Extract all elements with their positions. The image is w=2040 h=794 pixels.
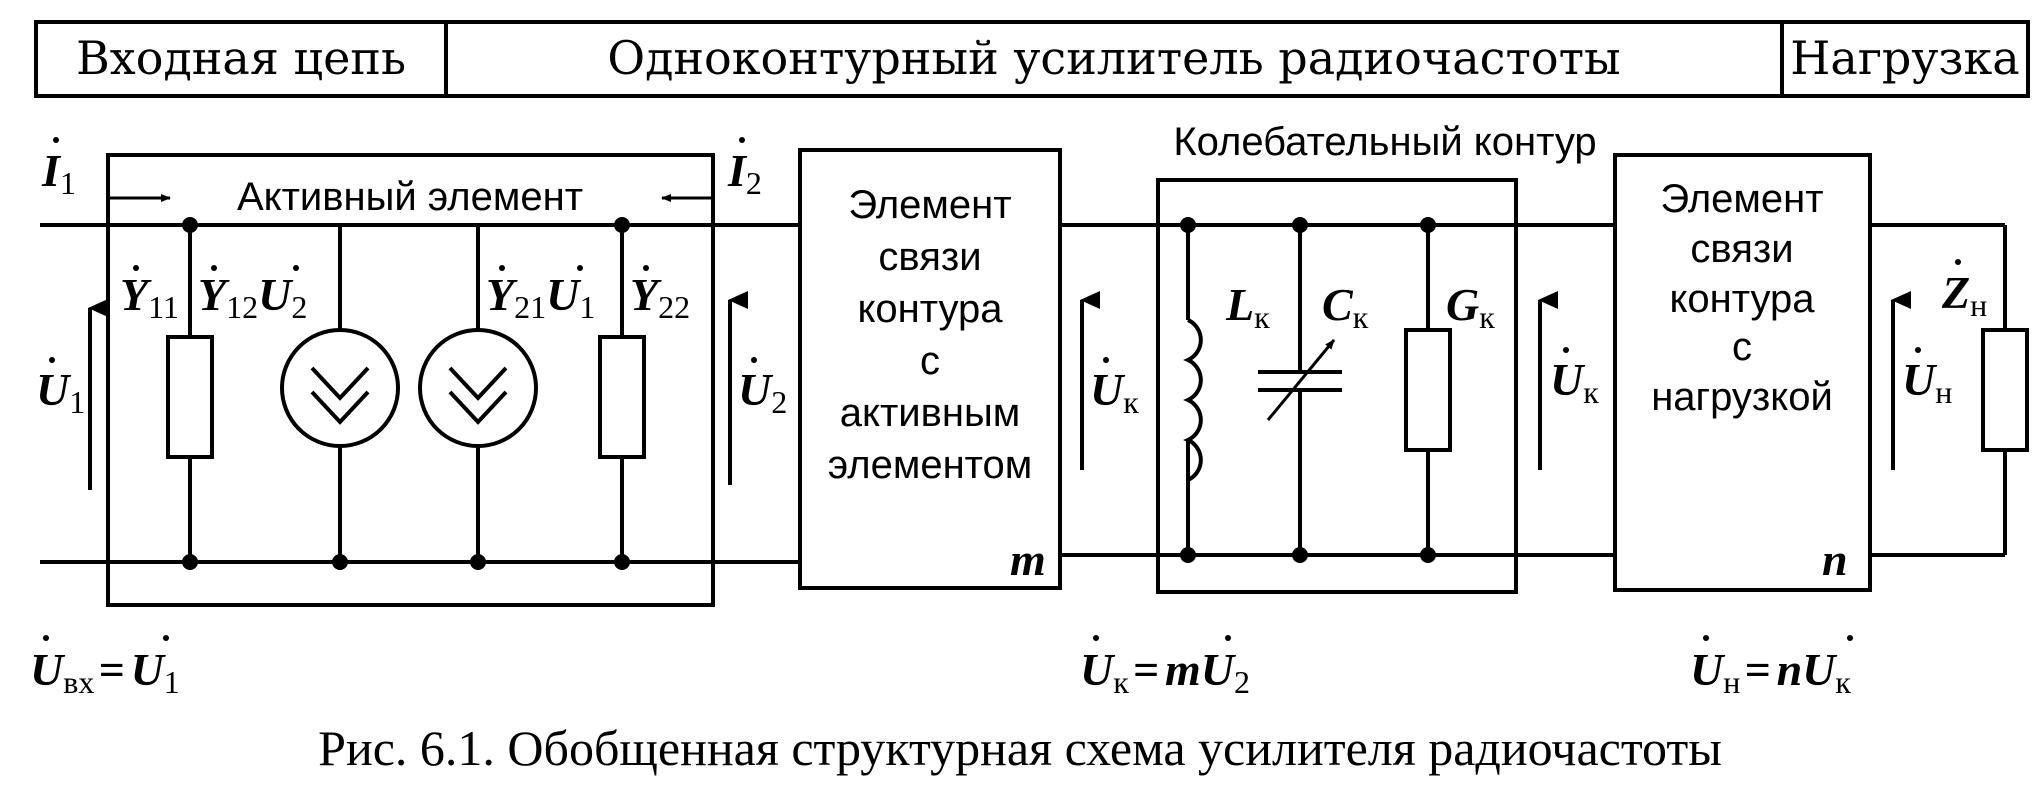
header-input-circuit: Входная цепь [76,31,406,85]
conductance-gk [1404,328,1452,452]
coupling-ratio-n: n [1822,534,1848,585]
active-element-block: Активный элемент Y11 [106,153,715,607]
current-source-y21u1 [418,328,538,448]
inductor-lk [1183,318,1203,482]
equation-tank: Uк=mU2 [1080,644,1250,700]
coupling-load-line-3: контура [1669,277,1815,321]
current-i1: I1 [41,145,76,201]
header-amplifier: Одноконтурный усилитель радиочастоты [607,31,1620,85]
coupling-load-block: Элемент связи контура с нагрузкой n [1613,153,1872,592]
y21u1-label: Y21U1 [486,269,595,325]
header-load: Нагрузка [1790,31,2019,85]
coupling-active-line-3: контура [857,287,1003,331]
coupling-active-block: Элемент связи контура с активным элемент… [798,148,1062,590]
tank-label: Колебательный контур [1173,120,1596,164]
y11-label: Y11 [120,269,179,325]
voltage-un: Uн [1902,354,1952,410]
header-table: Входная цепь Одноконтурный усилитель рад… [34,20,2030,98]
coupling-ratio-m: m [1010,534,1046,585]
load-block: Zн [1941,225,2029,555]
current-source-y12u2 [280,328,400,448]
coupling-load-line-1: Элемент [1660,177,1823,221]
voltage-uk-left: Uк [1090,364,1139,420]
zn-label: Zн [1941,267,1987,323]
y22-label: Y22 [630,269,690,325]
coupling-active-line-2: связи [878,235,981,279]
phasor-dots-active [133,265,649,271]
active-element-label: Активный элемент [237,175,583,219]
current-i2: I2 [727,145,762,201]
equation-input: Uвх=U1 [30,644,180,700]
ck-label: Cк [1322,279,1369,335]
y11-resistor [166,335,214,459]
coupling-active-line-5: активным [840,391,1020,435]
y22-resistor [598,335,646,459]
coupling-active-line-4: с [920,339,940,383]
voltage-uk-right: Uк [1550,354,1599,410]
tank-circuit-block: Колебательный контур Lк Cк Gк [1156,120,1597,594]
gk-label: Gк [1446,279,1495,335]
coupling-load-line-2: связи [1690,227,1793,271]
voltage-arrows: U1 U2 Uк Uк Uн [36,291,1952,490]
equations: Uвх=U1 Uк=mU2 Uн=nUк [30,635,1853,700]
currents: I1 I2 [41,137,762,201]
equation-load: Uн=nUк [1690,644,1851,700]
coupling-load-line-4: с [1732,325,1752,369]
load-impedance-zn [1981,328,2029,452]
voltage-u1: U1 [36,364,85,420]
coupling-active-line-1: Элемент [848,183,1011,227]
figure-caption: Рис. 6.1. Обобщенная структурная схема у… [318,720,1722,776]
lk-label: Lк [1225,279,1270,335]
coupling-active-line-6: элементом [828,443,1033,487]
y12u2-label: Y12U2 [198,269,307,325]
coupling-load-line-5: нагрузкой [1651,375,1833,419]
voltage-u2: U2 [738,364,787,420]
